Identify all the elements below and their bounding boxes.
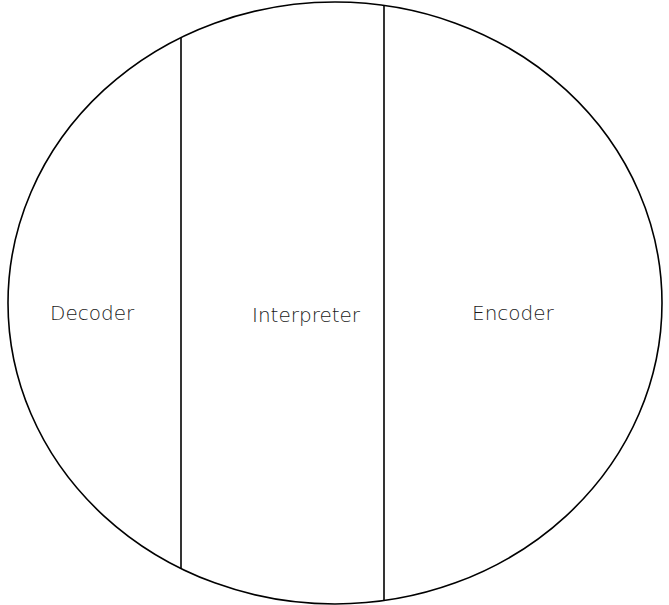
band-label: Encoder (472, 301, 554, 325)
band-label: Interpreter (252, 303, 360, 327)
diagram-band: Encoder (466, 297, 560, 329)
outer-circle (8, 2, 662, 604)
divider-line (383, 5, 385, 600)
band-label: Decoder (50, 301, 134, 325)
diagram-band: Decoder (44, 297, 140, 329)
diagram-band: Interpreter (246, 299, 366, 331)
divider-line (180, 38, 182, 568)
